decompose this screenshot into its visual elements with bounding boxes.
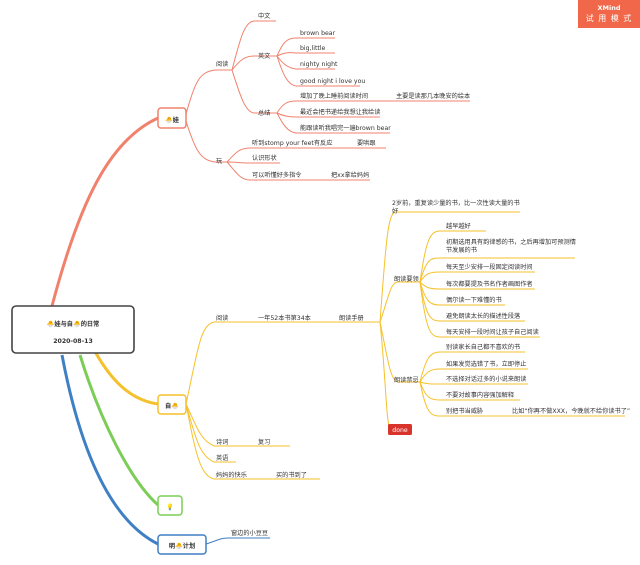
- wa-play-item[interactable]: 可以听懂好多指令: [252, 171, 302, 179]
- tomorrow-node-label[interactable]: 明🐣计划: [169, 542, 195, 550]
- wa-summary-item[interactable]: 最近会把书递给我想让我给读: [300, 108, 380, 116]
- self-tip[interactable]: 每天安排一段时间让孩子自己阅读: [446, 328, 539, 336]
- tomorrow-item[interactable]: 窗边的小豆豆: [231, 529, 268, 537]
- wa-english-item[interactable]: good night i love you: [300, 78, 365, 85]
- self-taboo[interactable]: 如果发觉选错了书，立即停止: [446, 360, 526, 368]
- self-reading-label[interactable]: 阅读: [216, 314, 228, 322]
- self-english-label[interactable]: 英语: [216, 454, 228, 462]
- wa-summary-item[interactable]: 增加了晚上睡前阅读时间: [300, 92, 368, 100]
- wa-english-item[interactable]: nighty night: [300, 61, 338, 68]
- wa-play-item[interactable]: 听到stomp your feet有反应: [252, 139, 332, 147]
- trial-mode-label: 试 用 模 式: [585, 14, 633, 23]
- root-title[interactable]: 🐣娃与自🐣的日常: [47, 320, 100, 328]
- self-node-label[interactable]: 自🐣: [165, 402, 179, 410]
- self-taboo[interactable]: 不选择对话过多的小说来朗读: [446, 375, 526, 383]
- wa-summary-label[interactable]: 总结: [258, 109, 270, 117]
- wa-reading-label[interactable]: 阅读: [216, 60, 228, 68]
- wa-play-note[interactable]: 要哄跟: [357, 139, 376, 147]
- branch-tomorrow-connector: [60, 354, 159, 546]
- root-date[interactable]: 2020-08-13: [53, 338, 93, 345]
- self-mom-note[interactable]: 买的书到了: [276, 471, 307, 479]
- self-poetry-note[interactable]: 复习: [258, 438, 270, 446]
- self-tip[interactable]: 初期选用具有韵律感的书，之后再增加可预测情: [446, 238, 576, 246]
- self-taboo[interactable]: 不要对故事内容强加解释: [446, 391, 515, 399]
- self-tips-label[interactable]: 朗读要领: [394, 275, 419, 283]
- root-node-box: [11, 305, 135, 354]
- wa-lines: [184, 20, 470, 181]
- wa-english-item[interactable]: big,little: [300, 45, 326, 52]
- wa-play-label[interactable]: 玩: [216, 158, 223, 165]
- wa-english-label[interactable]: 英文: [258, 52, 270, 60]
- done-badge: [388, 424, 412, 435]
- bulb-icon[interactable]: 💡: [166, 503, 174, 511]
- wa-play-item[interactable]: 认识形状: [252, 154, 278, 162]
- self-tip[interactable]: 每天至少安排一段固定阅读时间: [446, 263, 533, 271]
- self-node-box: [157, 394, 187, 415]
- wa-english-item[interactable]: brown bear: [300, 30, 336, 37]
- self-intro-line[interactable]: 2岁前，重复读少量的书，比一次性读大量的书: [392, 199, 520, 207]
- self-tip[interactable]: 节发展的书: [446, 246, 477, 254]
- wa-node-box: [157, 107, 187, 129]
- branch-self-connector: [90, 345, 159, 406]
- self-reading-goal[interactable]: 一年52本书第34本: [258, 314, 311, 322]
- bulb-node-box: [157, 495, 183, 516]
- self-taboo[interactable]: 别读家长自己都不喜欢的书: [446, 343, 520, 351]
- wa-summary-note[interactable]: 主要是读那几本晚安的绘本: [396, 92, 470, 100]
- self-handbook-label[interactable]: 朗读手册: [339, 314, 364, 322]
- self-poetry-label[interactable]: 诗词: [216, 438, 228, 446]
- self-tip[interactable]: 偶尔读一下难懂的书: [446, 296, 502, 304]
- self-taboo-note[interactable]: 比如“你再不做XXX，今晚就不给你读书了”: [512, 407, 630, 415]
- wa-chinese-label[interactable]: 中文: [258, 12, 270, 20]
- self-intro-line[interactable]: 好: [392, 207, 398, 215]
- wa-node-label[interactable]: 🐣娃: [165, 116, 180, 124]
- tomorrow-line: [205, 537, 270, 545]
- tomorrow-node-box: [157, 534, 207, 555]
- wa-play-note[interactable]: 把xx拿给妈妈: [331, 171, 369, 179]
- brand-name: XMind: [597, 4, 621, 12]
- branch-wa-connector: [50, 116, 159, 307]
- self-tip[interactable]: 避免朗读太长的描述性段落: [446, 312, 521, 320]
- self-taboo-label[interactable]: 朗读禁忌: [394, 376, 419, 384]
- self-lines: [185, 211, 625, 480]
- self-tip[interactable]: 每次都要提及书名作者画图作者: [446, 280, 533, 288]
- self-tip[interactable]: 越早越好: [446, 222, 471, 230]
- done-badge-label: done: [392, 427, 408, 434]
- wa-summary-item[interactable]: 能跟读听我唱完一遍brown bear: [300, 124, 391, 132]
- trial-mode-badge[interactable]: XMind 试 用 模 式: [578, 0, 640, 28]
- self-taboo[interactable]: 别把书当威胁: [446, 407, 483, 415]
- self-mom-label[interactable]: 妈妈的快乐: [216, 471, 247, 479]
- branch-bulb-connector: [78, 354, 159, 507]
